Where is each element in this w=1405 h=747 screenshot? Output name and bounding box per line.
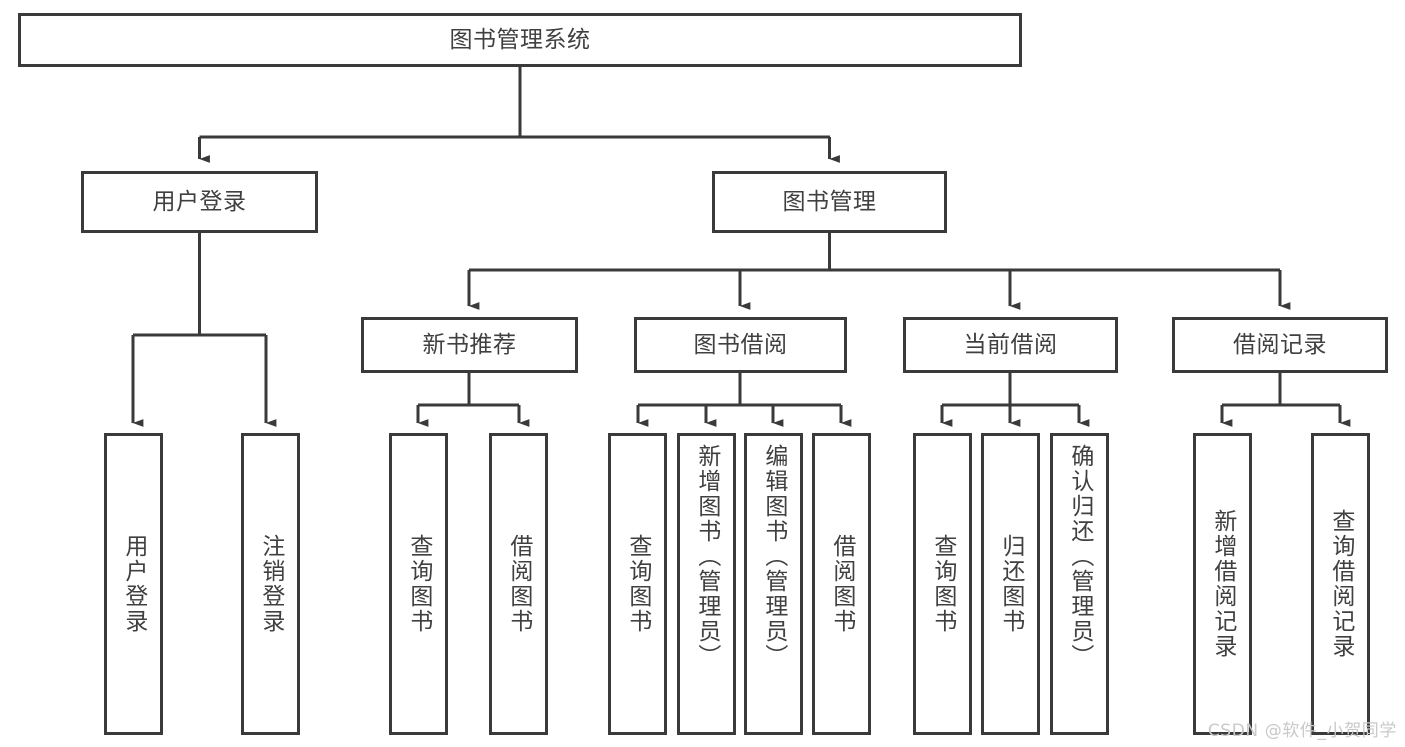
node-book-management[interactable]: 图书管理 bbox=[712, 171, 947, 233]
leaf-borrow-record-add-record[interactable]: 新增借阅记录 bbox=[1193, 433, 1252, 735]
node-label: 借阅图书 bbox=[828, 534, 855, 634]
leaf-book-borrow-edit-book-admin[interactable]: 编辑图书（管理员） bbox=[744, 433, 803, 735]
node-label: 新增图书（管理员） bbox=[693, 444, 720, 669]
node-user-login[interactable]: 用户登录 bbox=[81, 171, 318, 233]
node-label: 图书借阅 bbox=[693, 331, 788, 358]
node-label: 确认归还（管理员） bbox=[1066, 444, 1093, 669]
node-label: 归还图书 bbox=[997, 534, 1024, 634]
leaf-book-borrow-borrow-book[interactable]: 借阅图书 bbox=[812, 433, 871, 735]
leaf-current-borrow-return-book[interactable]: 归还图书 bbox=[981, 433, 1040, 735]
node-book-borrow[interactable]: 图书借阅 bbox=[634, 317, 847, 373]
node-label: 新书推荐 bbox=[422, 331, 517, 358]
leaf-borrow-record-query-record[interactable]: 查询借阅记录 bbox=[1311, 433, 1370, 735]
node-label: 查询图书 bbox=[405, 534, 432, 634]
node-label: 编辑图书（管理员） bbox=[760, 444, 787, 669]
node-label: 查询借阅记录 bbox=[1327, 509, 1354, 659]
leaf-book-borrow-query-book[interactable]: 查询图书 bbox=[608, 433, 667, 735]
node-label: 用户登录 bbox=[120, 534, 147, 634]
node-label: 当前借阅 bbox=[963, 331, 1058, 358]
node-label: 借阅图书 bbox=[505, 534, 532, 634]
leaf-current-borrow-confirm-return-admin[interactable]: 确认归还（管理员） bbox=[1050, 433, 1109, 735]
node-new-book-recommend[interactable]: 新书推荐 bbox=[361, 317, 578, 373]
node-label: 图书管理 bbox=[782, 188, 877, 215]
leaf-user-login-logout[interactable]: 注销登录 bbox=[241, 433, 300, 735]
leaf-current-borrow-query-book[interactable]: 查询图书 bbox=[913, 433, 972, 735]
node-root-book-management-system[interactable]: 图书管理系统 bbox=[18, 13, 1022, 67]
csdn-watermark: CSDN @软件_小贺同学 bbox=[1207, 721, 1397, 741]
leaf-new-book-query-book[interactable]: 查询图书 bbox=[389, 433, 448, 735]
node-label: 查询图书 bbox=[929, 534, 956, 634]
node-borrow-record[interactable]: 借阅记录 bbox=[1172, 317, 1388, 373]
node-label: 注销登录 bbox=[257, 534, 284, 634]
node-label: 查询图书 bbox=[624, 534, 651, 634]
leaf-user-login-login[interactable]: 用户登录 bbox=[104, 433, 163, 735]
node-label: 用户登录 bbox=[152, 188, 247, 215]
node-label: 借阅记录 bbox=[1233, 331, 1327, 358]
leaf-book-borrow-add-book-admin[interactable]: 新增图书（管理员） bbox=[677, 433, 736, 735]
node-label: 新增借阅记录 bbox=[1209, 509, 1236, 659]
node-current-borrow[interactable]: 当前借阅 bbox=[903, 317, 1118, 373]
leaf-new-book-borrow-book[interactable]: 借阅图书 bbox=[489, 433, 548, 735]
node-label: 图书管理系统 bbox=[449, 26, 591, 53]
